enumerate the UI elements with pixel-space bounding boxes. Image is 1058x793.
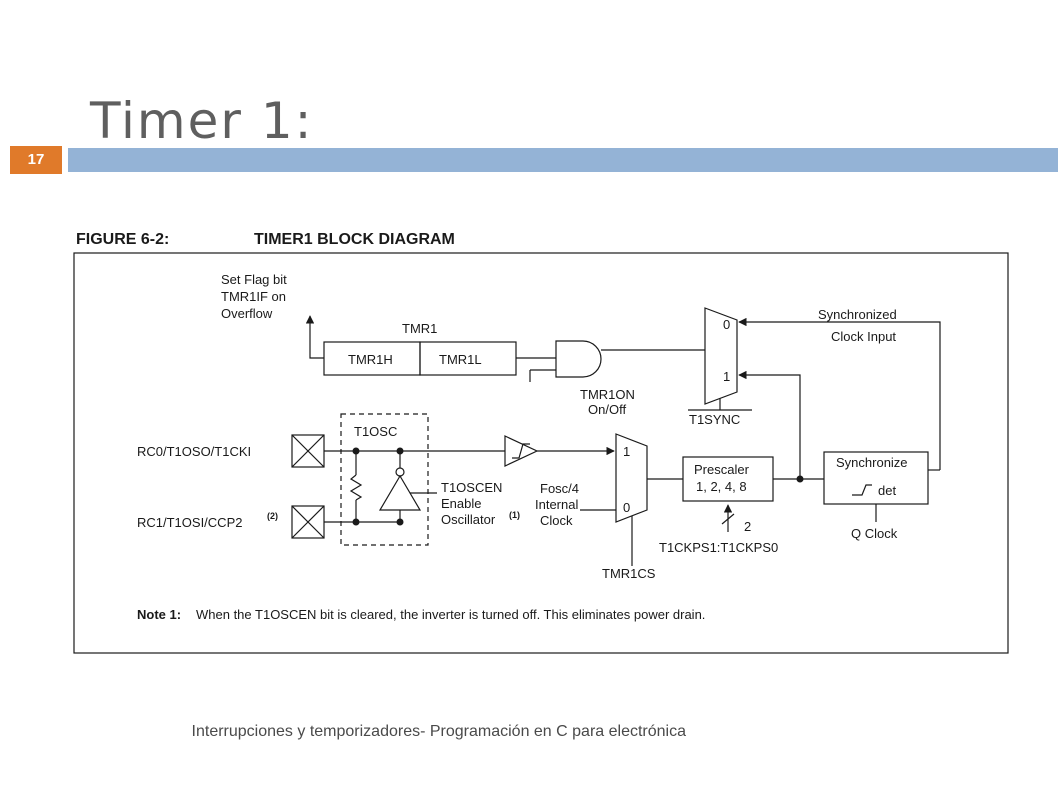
det-label: det bbox=[878, 483, 896, 498]
t1oscen-label-line1: T1OSCEN bbox=[441, 480, 502, 495]
pin-rc1-label: RC1/T1OSI/CCP2 bbox=[137, 515, 242, 530]
prescaler-label-line2: 1, 2, 4, 8 bbox=[696, 479, 747, 494]
overflow-line bbox=[305, 315, 324, 359]
sync-input-label-line1: Synchronized bbox=[818, 307, 897, 322]
t1oscen-label-line2: Enable bbox=[441, 496, 481, 511]
inverter-bubble bbox=[395, 467, 405, 477]
figure-number: FIGURE 6-2: bbox=[76, 231, 170, 248]
prescaler-label-line1: Prescaler bbox=[694, 462, 750, 477]
flag-label-line3: Overflow bbox=[221, 306, 273, 321]
qclock-label: Q Clock bbox=[851, 526, 898, 541]
sync-input-label-line2: Clock Input bbox=[831, 329, 896, 344]
title-bar bbox=[68, 148, 1058, 172]
t1osc-box bbox=[340, 413, 429, 546]
pin-rc1-footnote: (2) bbox=[267, 511, 278, 521]
synchronize-label: Synchronize bbox=[836, 455, 908, 470]
flag-label-line1: Set Flag bit bbox=[221, 272, 287, 287]
slide-title: Timer 1: bbox=[90, 92, 314, 150]
t1sync-label: T1SYNC bbox=[689, 412, 740, 427]
t1oscen-footnote: (1) bbox=[509, 510, 520, 520]
t1osc-label: T1OSC bbox=[354, 424, 397, 439]
mux-sync-0: 0 bbox=[723, 317, 730, 332]
flag-label-line2: TMR1IF on bbox=[221, 289, 286, 304]
figure-title: TIMER1 BLOCK DIAGRAM bbox=[254, 231, 455, 248]
page-number-badge: 17 bbox=[10, 146, 62, 174]
onoff-label: On/Off bbox=[588, 402, 626, 417]
mux-cs-1: 1 bbox=[623, 444, 630, 459]
tmr1cs-label: TMR1CS bbox=[602, 566, 656, 581]
clock-source-mux bbox=[615, 433, 648, 523]
fosc-label-line1: Fosc/4 bbox=[540, 481, 579, 496]
tmr1-label: TMR1 bbox=[402, 321, 437, 336]
footer-text: Interrupciones y temporizadores- Program… bbox=[191, 723, 686, 740]
sync-mux bbox=[704, 307, 738, 405]
fosc-label-line2: Internal bbox=[535, 497, 578, 512]
and-gate bbox=[555, 340, 602, 378]
pin-rc0-label: RC0/T1OSO/T1CKI bbox=[137, 444, 251, 459]
bus-width-label: 2 bbox=[744, 519, 751, 534]
figure-frame bbox=[73, 252, 1009, 654]
fosc-label-line3: Clock bbox=[540, 513, 573, 528]
note-label: Note 1: bbox=[137, 607, 182, 622]
schmitt-buffer bbox=[504, 435, 539, 467]
t1oscen-label-line3: Oscillator bbox=[441, 512, 496, 527]
tmr1l-label: TMR1L bbox=[439, 352, 482, 367]
mux-cs-0: 0 bbox=[623, 500, 630, 515]
tmr1on-label: TMR1ON bbox=[580, 387, 635, 402]
t1ckps-label: T1CKPS1:T1CKPS0 bbox=[659, 540, 778, 555]
tmr1h-label: TMR1H bbox=[348, 352, 393, 367]
mux-sync-1: 1 bbox=[723, 369, 730, 384]
note-text: When the T1OSCEN bit is cleared, the inv… bbox=[196, 607, 706, 622]
resistor bbox=[349, 474, 363, 501]
